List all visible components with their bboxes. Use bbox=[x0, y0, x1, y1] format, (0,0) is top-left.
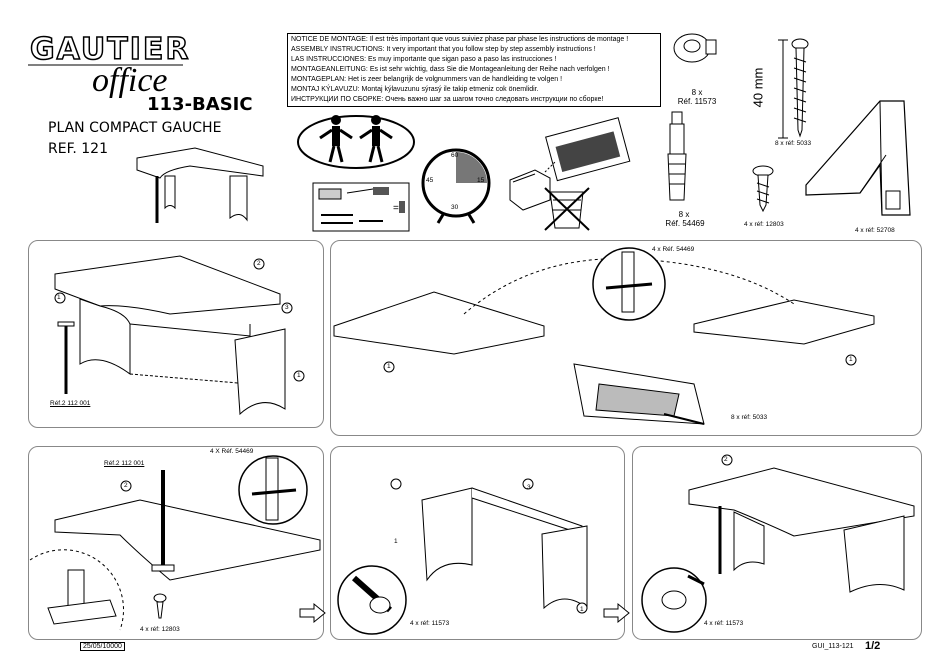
notice-line-ru: ИНСТРУКЦИИ ПО СБОРКЕ: Очень важно шаг за… bbox=[291, 96, 604, 103]
step-5-illustration bbox=[641, 454, 915, 633]
next-step-arrow-icon bbox=[603, 602, 630, 624]
notice-line-en: ASSEMBLY INSTRUCTIONS: It very important… bbox=[291, 46, 596, 53]
step-4-part-1b: 1 bbox=[580, 606, 584, 613]
dimension-line bbox=[778, 39, 788, 139]
step-5-cams: 4 x réf: 11573 bbox=[704, 620, 744, 627]
notice-line-fr: NOTICE DE MONTAGE: Il est très important… bbox=[291, 36, 629, 43]
brand-logo bbox=[28, 30, 188, 100]
step-3-callout: 4 X Réf. 54469 bbox=[210, 448, 254, 455]
clock-tick-30: 30 bbox=[451, 204, 459, 211]
step-4-part-1: 1 bbox=[394, 538, 398, 545]
step-1-part-2: 2 bbox=[257, 260, 261, 267]
corner-bracket-icon bbox=[805, 100, 911, 216]
footer-code: GUI_113-121 bbox=[812, 643, 854, 650]
step-1-illustration bbox=[54, 255, 305, 416]
step-5-part-2: 2 bbox=[724, 456, 728, 463]
step-1-part-1: 1 bbox=[57, 294, 61, 301]
footer-date: 25/05/10000 bbox=[80, 642, 125, 651]
step-4-part-3: 3 bbox=[527, 484, 531, 491]
clock-tick-60: 60 bbox=[451, 152, 459, 159]
model-name: 113-BASIC bbox=[147, 94, 253, 115]
step-1-part-3: 3 bbox=[285, 304, 289, 311]
time-clock: 60 15 30 45 bbox=[420, 147, 492, 225]
step-2-callout: 4 x Réf. 54469 bbox=[652, 246, 695, 253]
step-1-leg-ref: Réf.2 112 001 bbox=[50, 400, 91, 407]
assembly-notice: NOTICE DE MONTAGE: Il est très important… bbox=[287, 33, 661, 107]
hardware-52708-label: 4 x réf: 52708 bbox=[855, 227, 895, 234]
brand-line: office bbox=[92, 62, 168, 99]
notice-line-de: MONTAGEANLEITUNG: Es ist sehr wichtig, d… bbox=[291, 66, 610, 73]
hardware-11573-ref: Réf. 11573 bbox=[677, 97, 717, 106]
reference: REF. 121 bbox=[48, 141, 108, 157]
hardware-54469-qty: 8 x bbox=[678, 210, 690, 219]
notice-line-nl: MONTAGEPLAN: Het is zeer belangrijk de v… bbox=[291, 76, 563, 83]
clock-tick-45: 45 bbox=[426, 177, 434, 184]
long-screw-icon bbox=[791, 38, 809, 138]
notice-line-tr: MONTAJ KÝLAVUZU: Montaj kýlavuzunu sýras… bbox=[291, 86, 539, 93]
hardware-5033-label: 8 x réf: 5033 bbox=[775, 140, 812, 147]
hardware-54469-ref: Réf. 54469 bbox=[665, 219, 705, 228]
step-2-screws: 8 x réf: 5033 bbox=[731, 414, 768, 421]
screw-length-dim: 40 mm bbox=[750, 67, 766, 108]
svg-text:=: = bbox=[393, 203, 399, 214]
two-people-icon bbox=[297, 115, 415, 169]
clock-tick-15: 15 bbox=[477, 177, 485, 184]
cam-lock-icon bbox=[673, 33, 717, 63]
notice-line-es: LAS INSTRUCCIONES: Es muy importante que… bbox=[291, 56, 557, 63]
logo-underline bbox=[28, 64, 183, 66]
hardware-11573-qty: 8 x bbox=[691, 88, 703, 97]
cam-dowel-icon bbox=[667, 111, 687, 201]
step-2-part-1b: 1 bbox=[849, 356, 853, 363]
short-screw-icon bbox=[752, 165, 774, 213]
step-3-screws: 4 x réf: 12803 bbox=[140, 626, 180, 633]
step-3-illustration bbox=[29, 455, 321, 631]
step-1-part-1b: 1 bbox=[297, 372, 301, 379]
page-number: 1/2 bbox=[865, 640, 881, 652]
step-4-illustration bbox=[337, 478, 588, 635]
no-bin-icon bbox=[544, 187, 590, 231]
hardware-12803-label: 4 x réf: 12803 bbox=[744, 221, 784, 228]
page-title: PLAN COMPACT GAUCHE bbox=[48, 120, 222, 136]
step-3-part-2: 2 bbox=[124, 482, 128, 489]
tools-icon: = bbox=[312, 182, 410, 232]
clock-icon bbox=[421, 148, 491, 224]
step-3-leg-ref: Réf.2 112 001 bbox=[104, 460, 145, 467]
step-4-cams: 4 x réf: 11573 bbox=[410, 620, 450, 627]
brand-name: GAUTIER bbox=[29, 31, 191, 68]
unpacking-illustration bbox=[509, 117, 631, 231]
desk-thumbnail-illustration bbox=[136, 147, 264, 223]
step-2-illustration bbox=[333, 247, 875, 425]
next-step-arrow-icon bbox=[299, 602, 326, 624]
step-2-part-1a: 1 bbox=[387, 363, 391, 370]
